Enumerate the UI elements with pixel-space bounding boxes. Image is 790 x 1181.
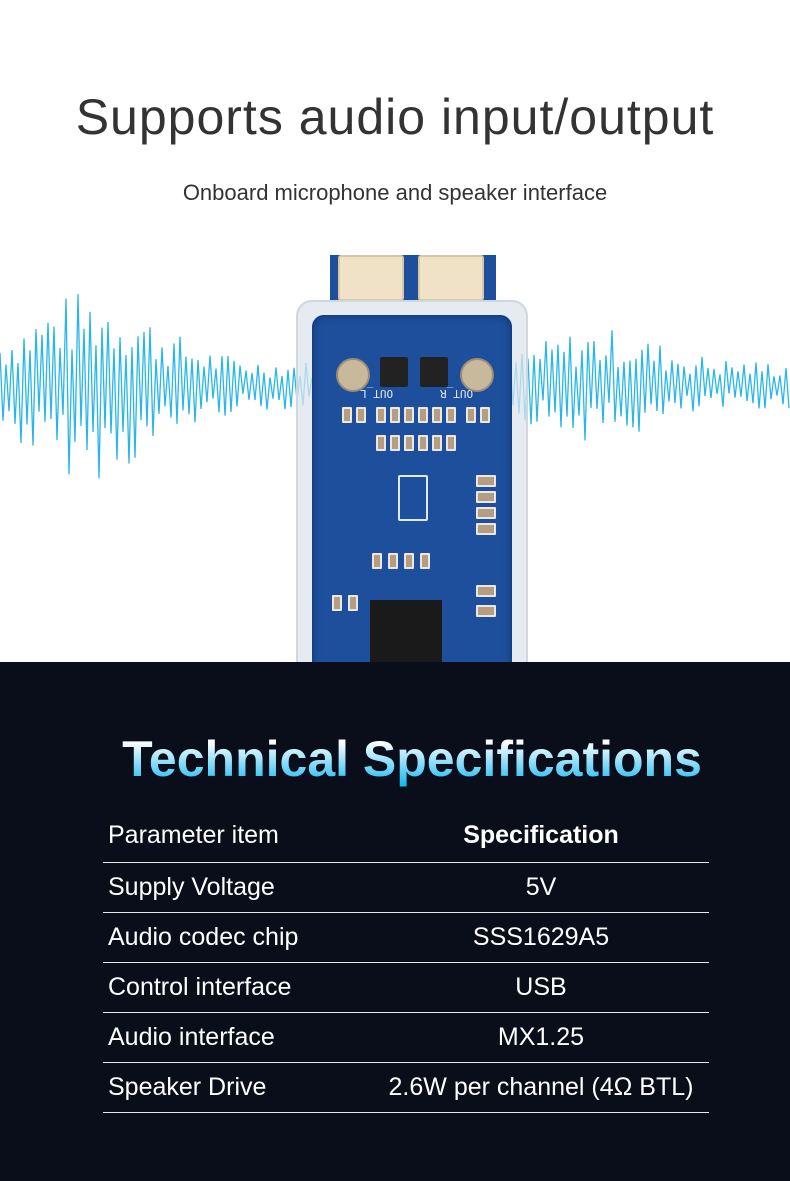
param-cell: Speaker Drive	[103, 1062, 373, 1113]
table-header: Parameter item Specification	[103, 810, 709, 863]
param-cell: Audio interface	[103, 1012, 373, 1063]
hero-section: Supports audio input/output Onboard micr…	[0, 89, 790, 680]
header-specification: Specification	[373, 810, 709, 863]
param-cell: Control interface	[103, 962, 373, 1013]
param-cell: Audio codec chip	[103, 912, 373, 963]
left-connector	[338, 255, 404, 301]
value-cell: 2.6W per channel (4Ω BTL)	[373, 1062, 709, 1113]
out-l-label: OUT_L	[360, 387, 394, 400]
value-cell: 5V	[373, 862, 709, 913]
value-cell: SSS1629A5	[373, 912, 709, 963]
right-connector	[418, 255, 484, 301]
audio-board-image: OUT_L OUT_R	[296, 255, 528, 680]
hero-subtitle: Onboard microphone and speaker interface	[182, 180, 608, 205]
hero-title: Supports audio input/output	[75, 89, 715, 145]
specs-title: Technical Specifications	[0, 730, 790, 788]
specs-table: Parameter item Specification Supply Volt…	[103, 810, 709, 1113]
value-cell: MX1.25	[373, 1012, 709, 1063]
microphone-right	[460, 358, 494, 392]
header-parameter: Parameter item	[103, 810, 373, 863]
microphone-left	[336, 358, 370, 392]
param-cell: Supply Voltage	[103, 862, 373, 913]
codec-chip	[370, 600, 442, 662]
value-cell: USB	[373, 962, 709, 1013]
